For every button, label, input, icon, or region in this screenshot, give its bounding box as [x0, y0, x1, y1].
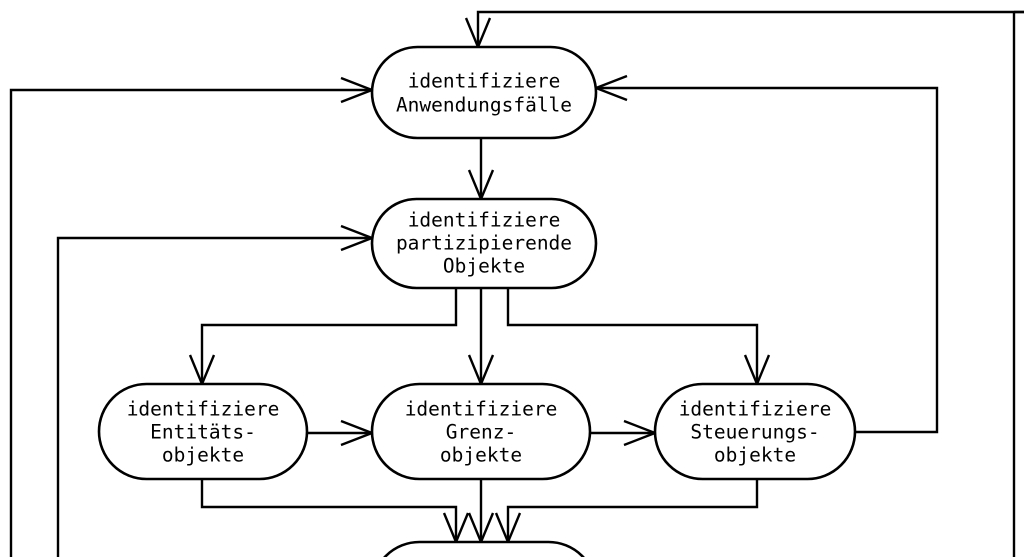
node-grenzobjekte-line2: Grenz-: [446, 421, 516, 444]
node-steuerungsobjekte-line3: objekte: [714, 444, 796, 467]
node-anwendungsfaelle-line2: Anwendungsfälle: [396, 94, 572, 117]
edge-partizipierende-objekte-to-steuerungsobjekte: [506, 288, 759, 384]
node-entitaetsobjekte-line3: objekte: [162, 444, 244, 467]
node-steuerungsobjekte[interactable]: identifiziere Steuerungs- objekte: [653, 382, 857, 481]
node-grenzobjekte-line1: identifiziere: [405, 398, 558, 421]
node-steuerungsobjekte-line2: Steuerungs-: [690, 421, 819, 444]
node-anwendungsfaelle[interactable]: identifiziere Anwendungsfälle: [370, 45, 598, 140]
node-bottom-cropped[interactable]: [372, 540, 596, 557]
node-partizipierende-objekte-shape: [370, 197, 598, 290]
node-anwendungsfaelle-line1: identifiziere: [408, 70, 561, 93]
edge-left-rail-to-anwendungsfaelle: [9, 88, 372, 557]
node-partizipierende-objekte-line3: Objekte: [443, 255, 525, 278]
node-partizipierende-objekte-line2: partizipierende: [396, 232, 572, 255]
node-partizipierende-objekte[interactable]: identifiziere partizipierende Objekte: [370, 197, 598, 290]
node-entitaetsobjekte-line1: identifiziere: [127, 398, 280, 421]
edge-external-top-to-anwendungsfaelle: [476, 10, 1024, 47]
node-anwendungsfaelle-shape: [370, 45, 598, 140]
node-steuerungsobjekte-shape: [653, 382, 857, 481]
node-grenzobjekte-shape: [370, 382, 592, 481]
edge-entitaetsobjekte-to-bottom-node: [200, 479, 458, 542]
node-entitaetsobjekte[interactable]: identifiziere Entitäts- objekte: [97, 382, 309, 481]
node-grenzobjekte[interactable]: identifiziere Grenz- objekte: [370, 382, 592, 481]
node-grenzobjekte-line3: objekte: [440, 444, 522, 467]
node-entitaetsobjekte-shape: [97, 382, 309, 481]
edge-left-rail-to-partizipierende-objekte: [56, 236, 372, 557]
node-partizipierende-objekte-line1: identifiziere: [408, 209, 561, 232]
edge-steuerungsobjekte-to-bottom-node: [506, 479, 759, 542]
edge-partizipierende-objekte-to-entitaetsobjekte: [200, 288, 458, 384]
node-steuerungsobjekte-line1: identifiziere: [679, 398, 832, 421]
edge-steuerungsobjekte-to-anwendungsfaelle: [596, 86, 939, 434]
node-bottom-cropped-shape: [383, 540, 585, 557]
edges-layer: [9, 10, 1024, 557]
node-entitaetsobjekte-line2: Entitäts-: [150, 421, 256, 444]
